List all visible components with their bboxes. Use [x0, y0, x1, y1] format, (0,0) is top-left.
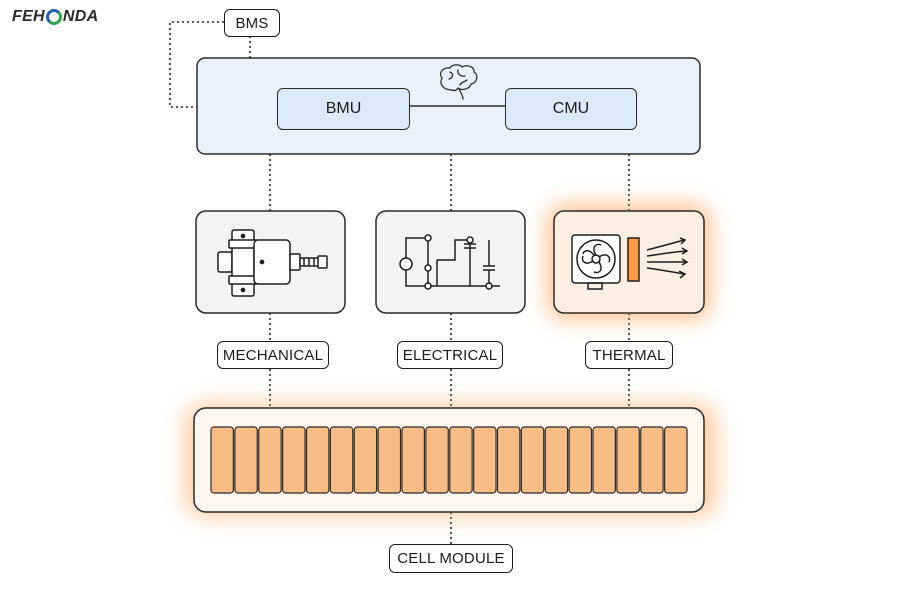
battery-cell — [353, 426, 378, 494]
battery-cell — [258, 426, 282, 494]
battery-cell — [592, 426, 616, 494]
circuit-schematic-icon — [399, 234, 500, 290]
thermal-label: THERMAL — [585, 341, 673, 369]
logo-text-start: FEH — [12, 8, 45, 25]
logo-text-end: NDA — [62, 8, 99, 25]
battery-cell — [544, 426, 569, 494]
brand-logo: FEH NDA — [12, 8, 98, 26]
battery-cell — [449, 426, 473, 494]
bms-label: BMS — [224, 9, 280, 37]
battery-cell — [664, 426, 688, 494]
battery-cell — [282, 426, 306, 494]
battery-cell — [520, 426, 545, 494]
battery-cell — [473, 426, 497, 494]
battery-cell — [568, 426, 593, 494]
logo-ring-icon — [45, 9, 62, 25]
fan-heat-sink-icon — [571, 234, 689, 290]
electrical-label: ELECTRICAL — [397, 341, 503, 369]
electrical-card — [375, 210, 526, 314]
battery-cell — [377, 426, 402, 494]
cmu-box: CMU — [505, 88, 637, 130]
battery-cell — [401, 426, 425, 494]
battery-cell — [425, 426, 449, 494]
battery-cell — [234, 426, 258, 494]
brain-icon — [439, 64, 478, 100]
bmu-box: BMU — [277, 88, 410, 130]
cell-module-label: CELL MODULE — [389, 544, 513, 573]
battery-cell — [329, 426, 354, 494]
battery-cell — [616, 426, 640, 494]
battery-cell — [496, 426, 521, 494]
mechanical-label: MECHANICAL — [217, 341, 329, 369]
battery-cell — [305, 426, 330, 494]
battery-cell — [210, 426, 234, 494]
battery-cell — [640, 426, 664, 494]
motor-actuator-icon — [217, 229, 328, 297]
bms-link-line — [169, 21, 224, 108]
cells-group — [210, 426, 688, 494]
